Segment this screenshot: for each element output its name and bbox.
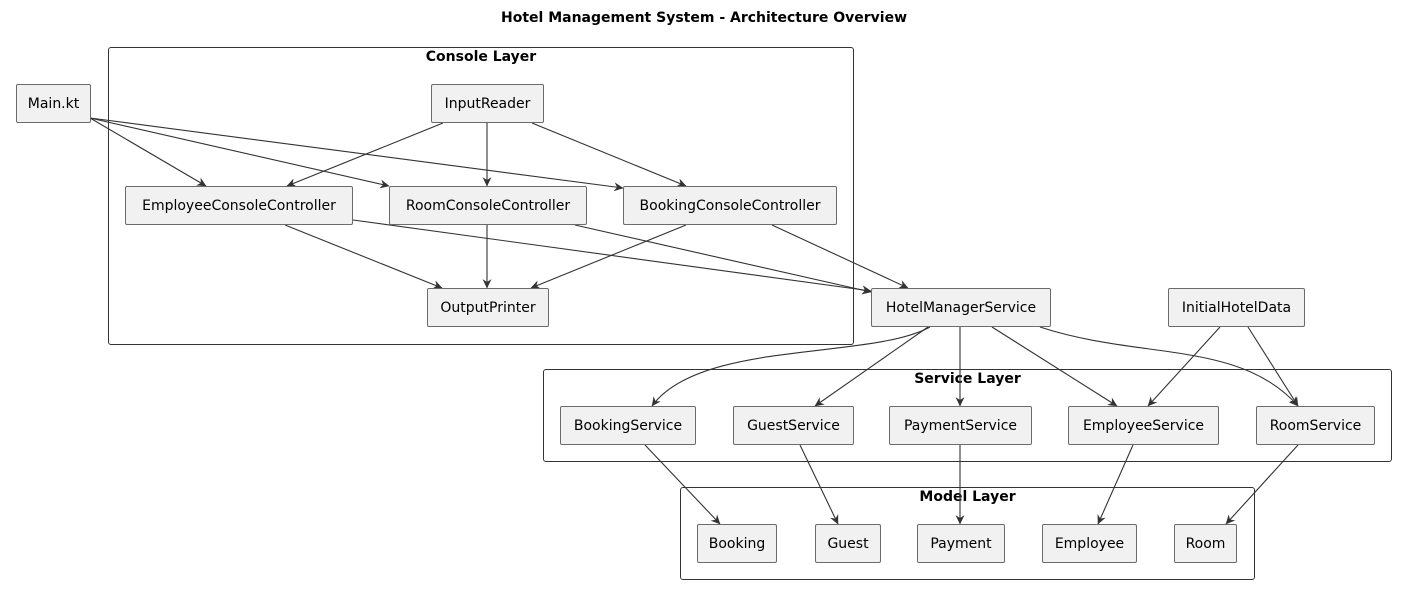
input-reader-node[interactable]: InputReader: [431, 84, 544, 123]
edge-room-console-controller-to-hotel-manager-service: [574, 224, 872, 295]
guest-service-node[interactable]: GuestService: [733, 406, 854, 445]
edge-employee-service-to-employee: [1097, 444, 1134, 525]
guest-model-node[interactable]: Guest: [815, 524, 881, 563]
employee-console-controller-node[interactable]: EmployeeConsoleController: [125, 186, 353, 225]
employee-service-node[interactable]: EmployeeService: [1068, 406, 1219, 445]
edge-booking-service-to-booking: [644, 444, 721, 525]
initial-hotel-data-node[interactable]: InitialHotelData: [1168, 288, 1305, 327]
edge-initial-hotel-data-to-employee-service: [1147, 326, 1221, 407]
output-printer-node[interactable]: OutputPrinter: [427, 288, 549, 327]
edge-employee-console-controller-to-output-printer: [284, 224, 443, 289]
service-layer-package: Service Layer: [543, 369, 1392, 462]
edge-guest-service-to-guest: [799, 444, 839, 525]
edge-employee-console-controller-to-hotel-manager-service: [352, 219, 872, 295]
service-layer-label: Service Layer: [914, 371, 1021, 387]
edge-hotel-manager-service-to-employee-service: [991, 326, 1118, 407]
edge-hotel-manager-service-to-room-service: [1039, 326, 1299, 407]
booking-service-node[interactable]: BookingService: [560, 406, 696, 445]
console-layer-package: Console Layer: [108, 47, 854, 345]
edge-initial-hotel-data-to-room-service: [1247, 326, 1299, 407]
hotel-manager-service-node[interactable]: HotelManagerService: [871, 288, 1051, 327]
edge-room-service-to-room: [1225, 444, 1299, 525]
payment-service-node[interactable]: PaymentService: [889, 406, 1032, 445]
room-console-controller-node[interactable]: RoomConsoleController: [389, 186, 587, 225]
model-layer-label: Model Layer: [919, 489, 1016, 505]
edge-main-to-employee-console-controller: [89, 117, 207, 187]
diagram-title: Hotel Management System - Architecture O…: [501, 10, 907, 26]
room-model-node[interactable]: Room: [1174, 524, 1237, 563]
payment-model-node[interactable]: Payment: [917, 524, 1005, 563]
edge-main-to-booking-console-controller: [89, 117, 624, 192]
edge-hotel-manager-service-to-booking-service: [651, 326, 931, 407]
booking-console-controller-node[interactable]: BookingConsoleController: [623, 186, 837, 225]
edge-booking-console-controller-to-hotel-manager-service: [771, 224, 909, 289]
edge-input-reader-to-booking-console-controller: [531, 122, 687, 187]
edge-hotel-manager-service-to-guest-service: [814, 326, 929, 407]
booking-model-node[interactable]: Booking: [697, 524, 777, 563]
main-kt-node[interactable]: Main.kt: [16, 84, 91, 123]
edge-booking-console-controller-to-output-printer: [530, 224, 687, 289]
room-service-node[interactable]: RoomService: [1256, 406, 1375, 445]
console-layer-label: Console Layer: [425, 49, 537, 65]
edge-main-to-room-console-controller: [89, 117, 390, 189]
edge-input-reader-to-employee-console-controller: [286, 122, 444, 187]
model-layer-package: Model Layer: [680, 487, 1255, 580]
employee-model-node[interactable]: Employee: [1042, 524, 1137, 563]
